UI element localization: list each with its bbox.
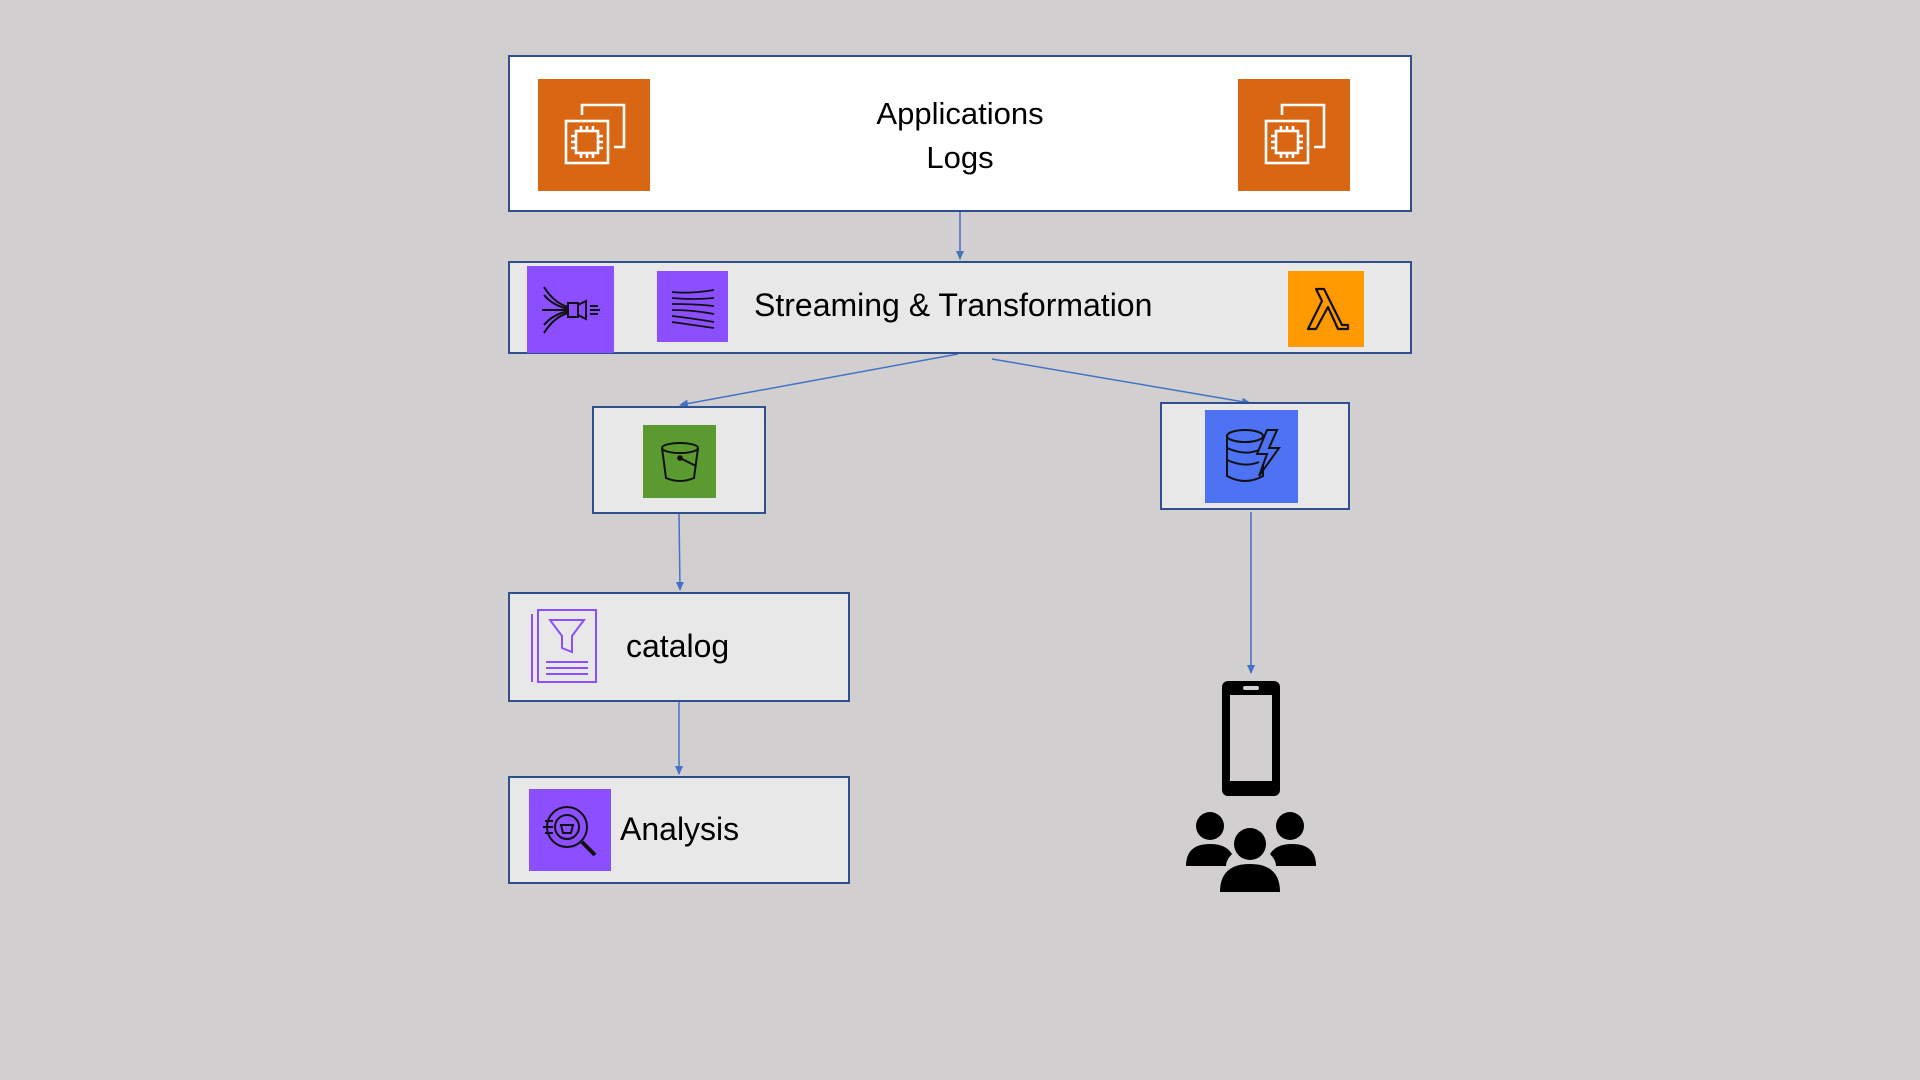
analysis-label: Analysis	[620, 811, 740, 847]
s3-box	[592, 406, 766, 514]
dynamodb-icon	[1205, 410, 1298, 503]
catalog-label: catalog	[626, 628, 730, 664]
lambda-icon	[1288, 271, 1364, 347]
ec2-icon	[1238, 79, 1350, 191]
streaming-box: Streaming & Transformation	[508, 261, 1412, 354]
mobile-phone-icon	[1218, 679, 1284, 798]
applications-label: Applications	[876, 96, 1044, 131]
analysis-box: Analysis	[508, 776, 850, 884]
kinesis-data-streams-icon	[657, 271, 728, 342]
streaming-label: Streaming & Transformation	[754, 287, 1153, 323]
s3-bucket-icon	[643, 425, 716, 498]
glue-catalog-icon	[530, 608, 598, 684]
applications-box: Applications Logs	[508, 55, 1412, 212]
athena-icon	[529, 789, 611, 871]
users-group-icon	[1186, 808, 1316, 892]
ec2-icon	[538, 79, 650, 191]
arrow-streaming-to-s3	[679, 353, 959, 408]
logs-label: Logs	[926, 140, 994, 175]
arrow-s3-to-catalog	[675, 513, 684, 591]
arrow-streaming-to-dynamodb	[991, 358, 1251, 406]
catalog-box: catalog	[508, 592, 850, 702]
kinesis-firehose-icon	[527, 266, 614, 353]
dynamodb-box	[1160, 402, 1350, 510]
